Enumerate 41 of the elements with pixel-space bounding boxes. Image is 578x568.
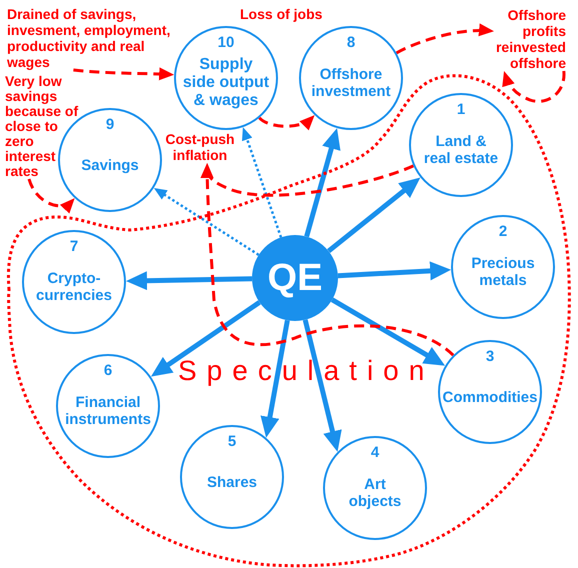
circle-number: 8 [346,34,356,51]
arrow [260,320,290,438]
circle-label: Crypto-currencies [35,270,113,304]
dashed-arrow [396,24,494,54]
arrow [338,261,452,280]
arrow [330,298,446,366]
circle-number: 1 [456,101,466,118]
circle-label: Precious metals [470,255,536,289]
caption-text: Loss of jobs [240,6,322,22]
circle-label: Financial instruments [64,394,152,428]
circle-number: 3 [486,348,494,365]
arrow [302,319,342,452]
circle-number: 10 [218,34,234,51]
circle-label: Art objects [348,476,402,510]
arrow [150,300,261,377]
circle-number: 7 [70,238,78,255]
circle-number: 6 [104,362,112,379]
arrow [327,178,420,254]
circle-label: Savings [80,156,140,174]
circle-label: Supply side output & wages [182,56,270,110]
arrow [304,128,340,238]
dashed-arrow [28,178,76,214]
circle-number: 4 [370,444,380,461]
circle-label: Land & real estate [422,133,500,167]
hub-label: QE [268,258,322,298]
circle-label: Commodities [441,388,538,406]
dashed-arrow [502,70,566,103]
annotation-text: Drained of savings, invesment, employment, productivity and real wages [7,6,173,70]
circle-number: 5 [228,433,236,450]
circle-number: 9 [106,116,114,133]
dotted-arrow [154,188,260,256]
circle-label: Offshore investment [310,66,392,100]
circle-label: Shares [206,474,258,490]
dashed-arrow [201,163,414,197]
annotation-text: Offshore profits reinvested offshore [494,7,566,71]
dotted-arrow [242,127,282,238]
circle-number: 2 [498,223,508,240]
dashed-arrow [258,115,315,130]
dashed-arrow [73,67,174,80]
arrow [126,271,252,290]
annotation-text: Cost-push inflation [164,131,236,163]
